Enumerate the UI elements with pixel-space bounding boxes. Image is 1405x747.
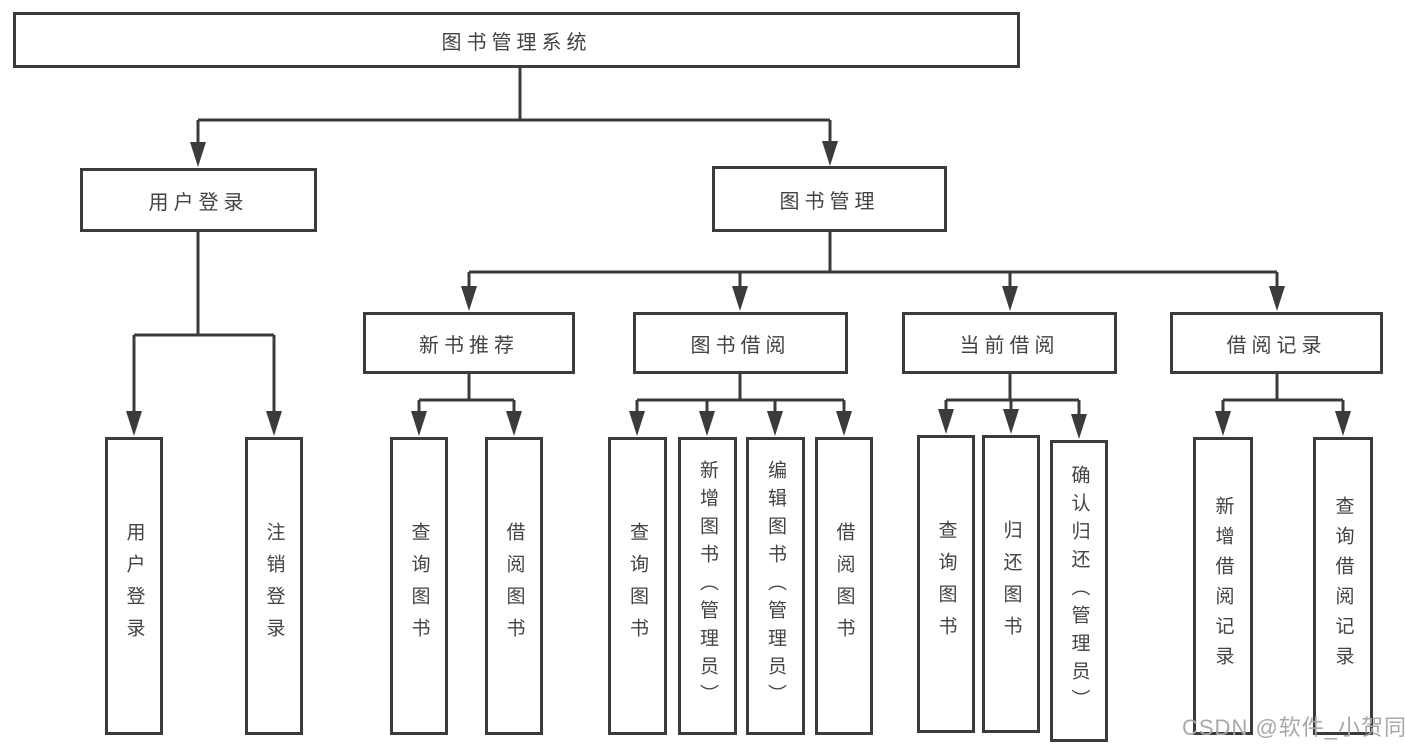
node-book-borrowing: 图书借阅 xyxy=(633,312,848,374)
leaf-borrowing-edit-books-admin: 编辑图书（管理员） xyxy=(746,437,805,735)
node-label: 图书借阅 xyxy=(690,334,791,357)
node-label: 编辑图书（管理员） xyxy=(765,460,786,712)
leaf-current-query-books: 查询图书 xyxy=(917,435,975,733)
node-label: 查询图书 xyxy=(935,520,957,648)
node-label: 查询借阅记录 xyxy=(1332,496,1354,676)
leaf-login: 用户登录 xyxy=(105,437,163,735)
node-label: 查询图书 xyxy=(408,522,430,650)
arrowhead xyxy=(629,411,645,436)
node-label: 新书推荐 xyxy=(419,334,519,357)
node-user-login: 用户登录 xyxy=(80,168,317,232)
connector-borrowing-records-children xyxy=(1221,374,1345,413)
node-label: 查询图书 xyxy=(627,522,648,650)
arrowhead xyxy=(1071,414,1087,439)
node-current-borrowing: 当前借阅 xyxy=(902,312,1117,374)
arrowhead xyxy=(190,142,206,167)
connector-book-management-to-level2 xyxy=(467,232,1279,288)
arrowhead xyxy=(506,411,522,436)
arrowhead xyxy=(1215,411,1231,436)
arrowhead xyxy=(699,411,715,436)
arrowhead xyxy=(822,141,838,166)
arrowhead xyxy=(126,411,142,436)
leaf-borrowing-borrow-books: 借阅图书 xyxy=(815,437,873,735)
arrowhead xyxy=(1335,411,1351,436)
arrowhead xyxy=(732,286,748,311)
arrowhead xyxy=(411,411,427,436)
node-label: 借阅图书 xyxy=(503,522,525,650)
arrowhead xyxy=(1002,286,1018,311)
node-label: 用户登录 xyxy=(123,522,145,650)
arrowhead xyxy=(1003,409,1019,434)
arrowhead xyxy=(938,409,954,434)
leaf-current-confirm-return-admin: 确认归还（管理员） xyxy=(1050,440,1108,742)
leaf-recommend-query-books: 查询图书 xyxy=(390,437,448,735)
connector-root-to-level1 xyxy=(196,68,832,146)
node-label: 当前借阅 xyxy=(959,334,1060,357)
connector-user-login-children xyxy=(132,232,276,413)
arrowhead xyxy=(1269,286,1285,311)
node-label: 新增借阅记录 xyxy=(1212,496,1234,676)
node-new-book-recommend: 新书推荐 xyxy=(363,312,575,374)
arrowhead xyxy=(767,411,783,436)
leaf-recommend-borrow-books: 借阅图书 xyxy=(485,437,543,735)
node-label: 用户登录 xyxy=(148,191,249,214)
connector-new-books-children xyxy=(417,374,516,413)
arrowhead xyxy=(266,411,282,436)
node-label: 确认归还（管理员） xyxy=(1068,465,1090,717)
leaf-current-return-books: 归还图书 xyxy=(982,435,1040,733)
connector-book-borrowing-children xyxy=(635,374,846,413)
node-label: 借阅图书 xyxy=(833,522,855,650)
arrowhead xyxy=(836,411,852,436)
leaf-logout: 注销登录 xyxy=(245,437,303,735)
csdn-watermark: CSDN @软件_小贺同学 xyxy=(1182,715,1405,740)
leaf-borrowing-add-books-admin: 新增图书（管理员） xyxy=(678,437,737,735)
node-label: 图书管理 xyxy=(779,190,880,213)
node-label: 图书管理系统 xyxy=(441,31,592,54)
node-label: 注销登录 xyxy=(263,522,285,650)
node-borrowing-records: 借阅记录 xyxy=(1170,312,1383,374)
node-library-management-system: 图书管理系统 xyxy=(13,12,1020,68)
node-label: 新增图书（管理员） xyxy=(697,460,718,712)
node-label: 归还图书 xyxy=(1000,520,1022,648)
leaf-borrowing-query-books: 查询图书 xyxy=(608,437,667,735)
leaf-records-query-record: 查询借阅记录 xyxy=(1313,437,1373,735)
connector-current-borrowing-children xyxy=(944,374,1081,415)
node-label: 借阅记录 xyxy=(1226,334,1327,357)
node-book-management: 图书管理 xyxy=(712,166,947,232)
arrowhead xyxy=(461,286,477,311)
leaf-records-add-record: 新增借阅记录 xyxy=(1193,437,1253,735)
